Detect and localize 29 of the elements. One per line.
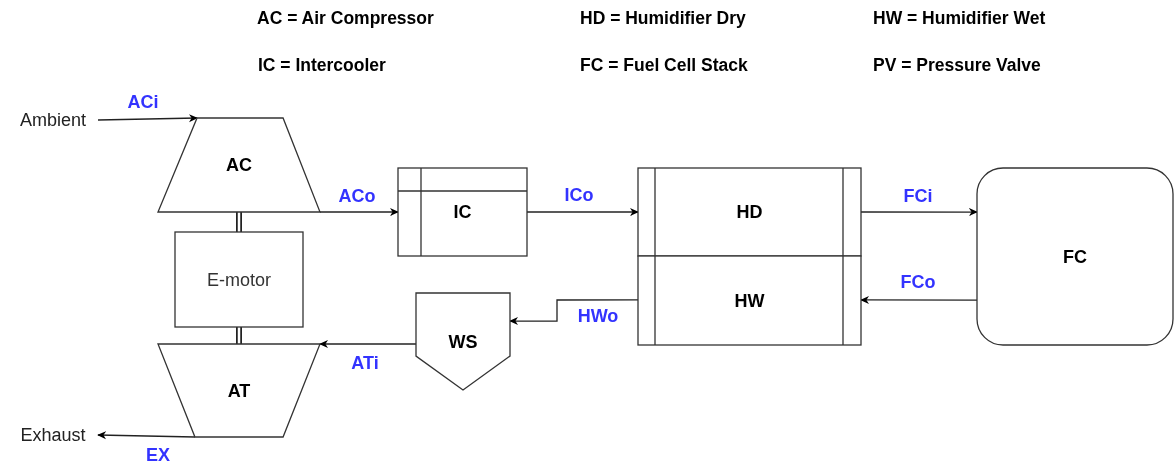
node-label: AT bbox=[227, 381, 251, 400]
node-label: HW bbox=[734, 291, 765, 310]
node-label: AC bbox=[226, 156, 252, 174]
abbreviation-note: PV = Pressure Valve bbox=[873, 55, 1041, 76]
intercooler-box bbox=[398, 168, 527, 256]
abbreviation-note: IC = Intercooler bbox=[258, 55, 386, 76]
node-label: IC bbox=[453, 203, 472, 221]
turbine-trapezoid bbox=[158, 344, 320, 437]
abbreviation-note: FC = Fuel Cell Stack bbox=[580, 55, 748, 76]
flow-arrow bbox=[97, 114, 198, 123]
flow-arrow bbox=[97, 431, 196, 440]
node-label: E-motor bbox=[207, 270, 271, 289]
abbreviation-note: HW = Humidifier Wet bbox=[873, 8, 1046, 29]
shaft-line bbox=[236, 212, 242, 232]
outlet-label: Exhaust bbox=[8, 424, 98, 446]
compressor-trapezoid bbox=[158, 118, 320, 212]
humidifier-box bbox=[638, 168, 861, 256]
stack-box bbox=[977, 168, 1173, 345]
abbreviation-note: HD = Humidifier Dry bbox=[580, 8, 746, 29]
flow-arrow bbox=[319, 207, 399, 217]
inlet-label: Ambient bbox=[8, 109, 98, 131]
separator-pentagon bbox=[416, 293, 510, 390]
node-label: HD bbox=[736, 203, 763, 221]
humidifier-box bbox=[638, 256, 861, 345]
flow-arrow bbox=[319, 339, 417, 349]
motor-box bbox=[175, 232, 303, 327]
node-label: WS bbox=[448, 332, 478, 351]
abbreviation-note: AC = Air Compressor bbox=[257, 8, 434, 29]
node-label: FC bbox=[1063, 247, 1087, 266]
